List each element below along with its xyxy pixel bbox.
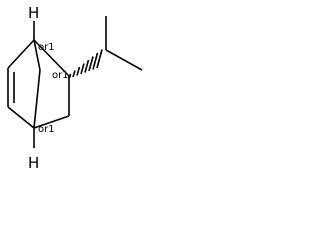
bond-top-substituted [33, 39, 70, 77]
bond-isopropyl-methyl-right [105, 49, 143, 71]
stereo-label-bottom-bridgehead: or1 [38, 124, 55, 135]
bond-lines [7, 16, 143, 148]
bond-bridge-upper [33, 39, 41, 71]
stereo-label-substituent-carbon: or1 [52, 70, 69, 81]
hashed-wedge-bond [68, 49, 103, 79]
bond-ch2-bottom [33, 115, 70, 129]
bond-bridge-lower [33, 69, 41, 129]
bond-top-alkene [7, 39, 35, 69]
hydrogen-top-label: H [28, 4, 39, 22]
bicyclooctene-structure: H H or1 or1 or1 [7, 4, 143, 172]
hydrogen-bottom-label: H [28, 154, 39, 172]
stereo-label-top-bridgehead: or1 [38, 42, 55, 53]
bond-alkene-bottom [7, 106, 35, 129]
